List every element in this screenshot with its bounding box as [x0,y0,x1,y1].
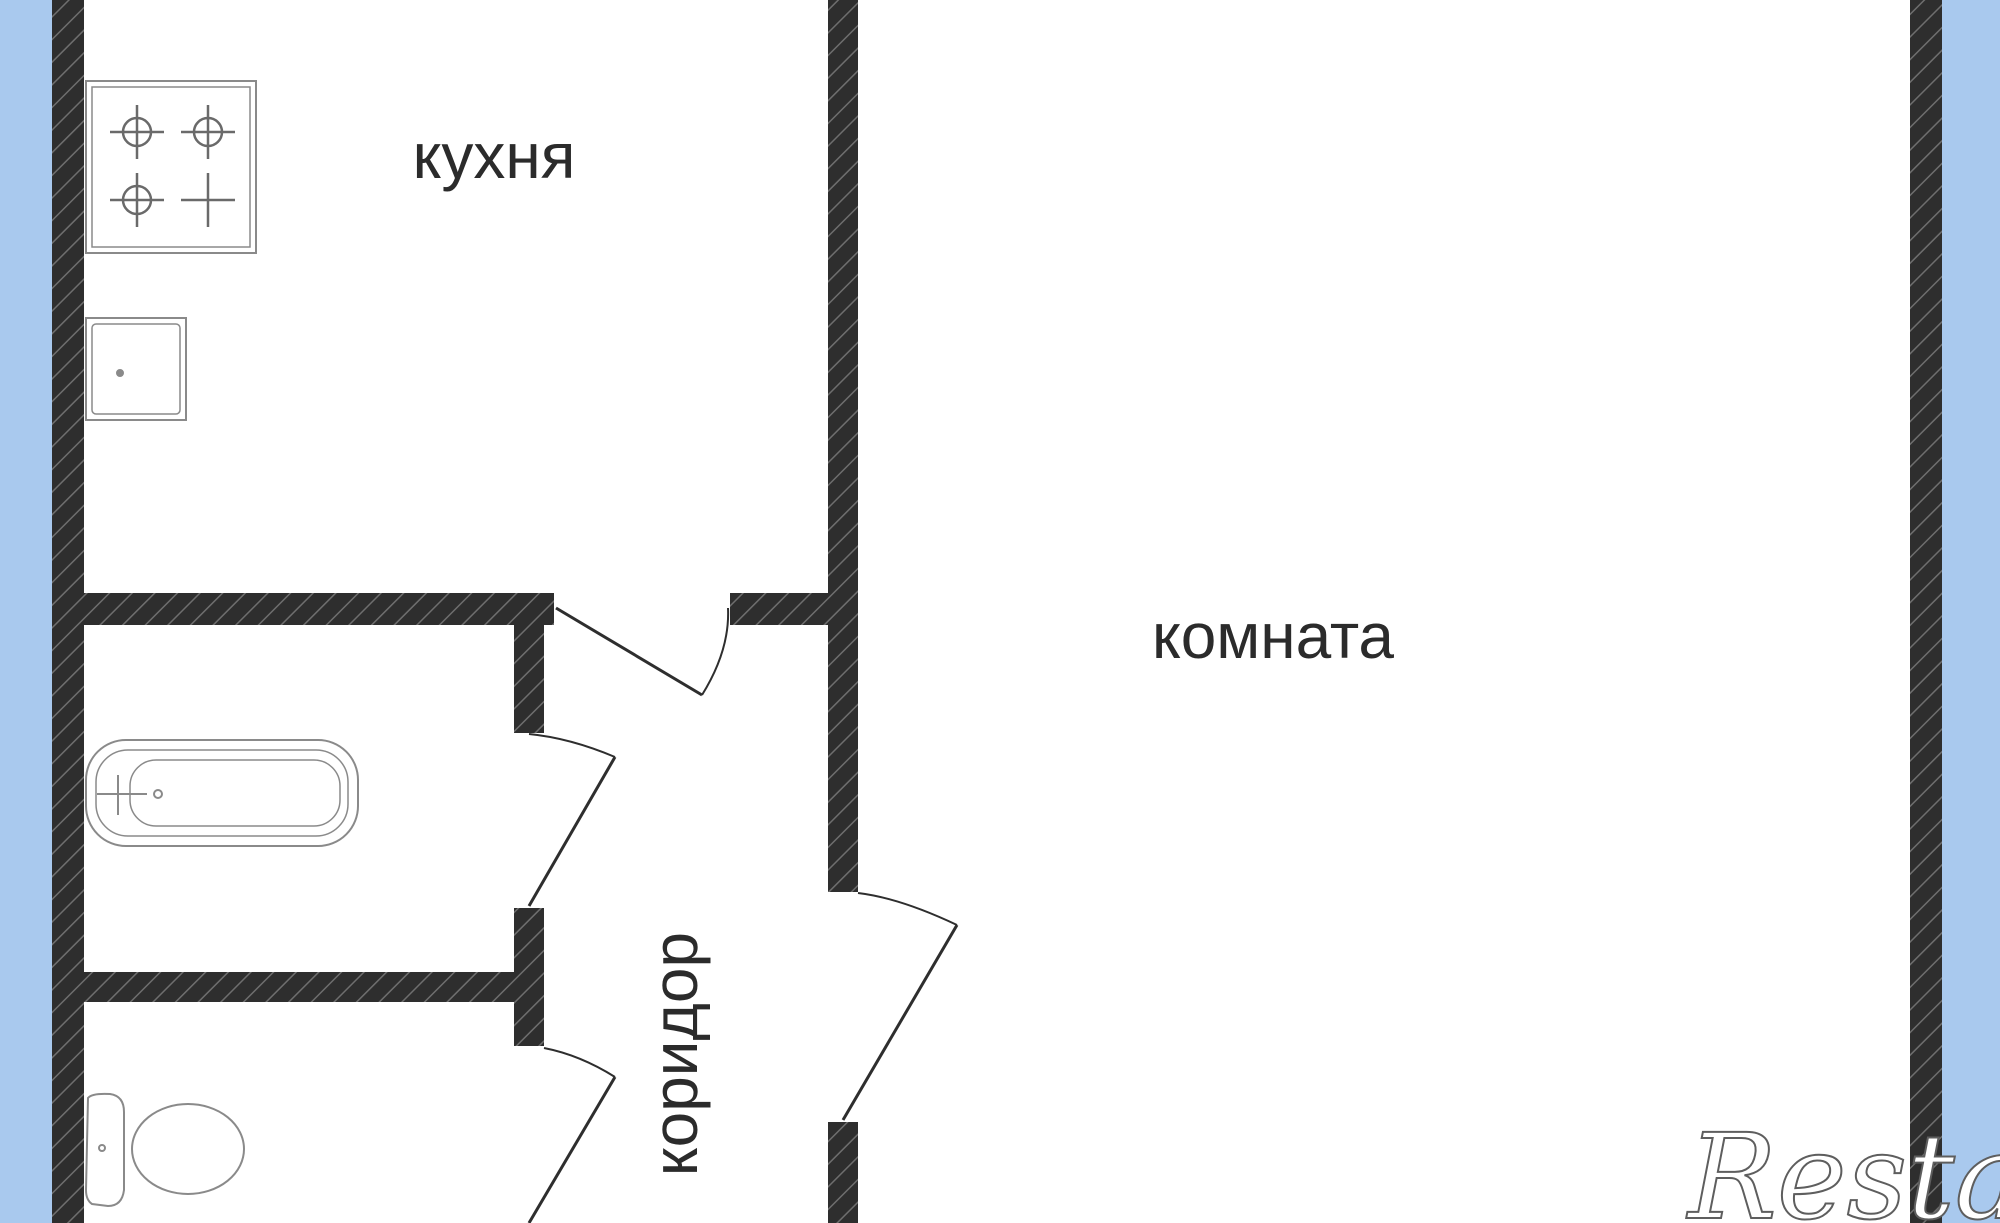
room-label: комната [1152,600,1394,672]
kitchen-label: кухня [413,120,576,192]
wall-corridor-room-bottom [828,1122,858,1223]
sink-icon [85,317,187,421]
wall-kitchen-room [828,0,858,628]
wall-bath-toilet [52,972,544,1002]
room-door [841,892,959,1121]
outer-wall-right [1910,0,1942,1223]
wall-corridor-room [828,628,858,892]
corridor-label: коридор [639,932,711,1176]
wall-kitchen-bottom-right [730,593,858,625]
kitchen-door [555,606,730,697]
bathroom-door [527,733,617,907]
watermark-logo: Restate [1686,1108,2000,1223]
walls [52,0,1942,1223]
wall-kitchen-bottom-left [52,593,554,625]
toilet-door [527,1047,617,1223]
bathtub-icon [85,739,359,847]
doors [527,606,959,1223]
wall-bath-corridor-top [514,625,544,733]
toilet-icon [84,1092,245,1208]
stove-icon [85,80,257,254]
